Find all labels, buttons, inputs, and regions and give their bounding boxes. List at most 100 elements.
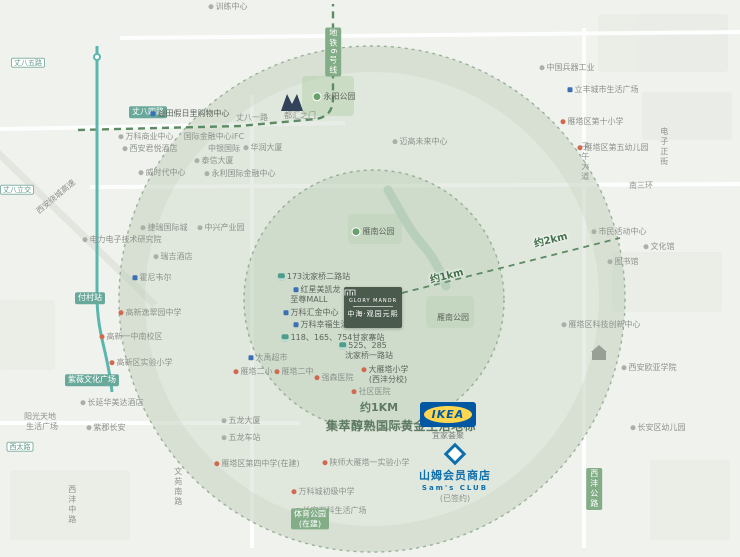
road-label: 西太路 xyxy=(6,441,34,453)
dot-blue-icon xyxy=(283,310,289,316)
map-label: 霍尼韦尔 xyxy=(132,273,172,283)
map-label: 至尊MALL xyxy=(290,295,328,305)
map-label: 西安君悦酒店 xyxy=(122,144,178,154)
dot-gray-icon xyxy=(643,244,649,250)
road-label: 丈八一路 xyxy=(236,113,268,123)
dot-gray-icon xyxy=(561,322,567,328)
project-name-en: GLORY MANOR xyxy=(348,297,398,304)
dot-gray-icon xyxy=(138,170,144,176)
dot-gray-icon xyxy=(221,435,227,441)
road-label: 西沣公路 xyxy=(586,468,602,510)
dot-blue-icon xyxy=(293,322,299,328)
radius-2km-label: 约2km xyxy=(533,231,569,250)
bus-stop-label: 118、165、754甘家寨站 xyxy=(281,333,384,343)
dot-gray-icon xyxy=(140,225,146,231)
dot-red-icon xyxy=(291,489,297,495)
dot-red-icon xyxy=(109,360,115,366)
park-label: 体育公园 (在建) xyxy=(291,508,329,530)
dot-gray-icon xyxy=(80,400,86,406)
bus-icon xyxy=(339,342,347,350)
map-label: 雁塔区第五幼儿园 xyxy=(577,143,649,153)
dot-red-icon xyxy=(361,367,367,373)
tagline-distance: 约1KM xyxy=(360,401,399,414)
dot-gray-icon xyxy=(392,139,398,145)
road-label: 丈八五路 xyxy=(11,57,45,69)
ring-2km-vignette xyxy=(119,46,625,552)
road-label: 西安绕城高速 xyxy=(34,177,78,216)
dot-blue-icon xyxy=(567,87,573,93)
map-label: 都汇之门 xyxy=(284,111,316,121)
dot-gray-icon xyxy=(122,146,128,152)
dot-blue-icon xyxy=(293,287,299,293)
dot-gray-icon xyxy=(86,425,92,431)
ring-road-highway xyxy=(0,149,158,308)
map-label: 长安区幼儿园 xyxy=(630,423,686,433)
dot-red-icon xyxy=(274,369,280,375)
parks xyxy=(302,76,474,328)
park-label: 雁南公园 xyxy=(437,313,469,323)
bus-icon xyxy=(277,273,285,281)
map-label: 社区医院 xyxy=(351,387,391,397)
metro-station-label: 付村站 xyxy=(75,292,105,304)
river xyxy=(383,185,451,291)
project-logo: GLORY MANOR 中海·观园元熙 xyxy=(344,287,402,328)
map-label: 文化馆 xyxy=(643,242,675,252)
dot-gray-icon xyxy=(153,254,159,260)
ikea-logo: IKEA xyxy=(420,402,476,427)
dot-gray-icon xyxy=(82,237,88,243)
map-label: 中兴产业园 xyxy=(197,223,245,233)
map-label: 中国兵器工业 xyxy=(539,63,595,73)
radius-1km-label: 约1km xyxy=(429,267,465,286)
dot-red-icon xyxy=(577,145,583,151)
bus-stop-label: 525、285 xyxy=(339,341,387,351)
map-label: 万科汇金中心 xyxy=(283,308,339,318)
map-label: 雁塔区第十小学 xyxy=(560,117,624,127)
map-label: 五龙车站 xyxy=(221,433,261,443)
map-label: 雁塔区第四中学(在建) xyxy=(214,459,300,469)
park-label: 永阳公园 xyxy=(312,92,356,102)
dot-red-icon xyxy=(214,461,220,467)
dot-gray-icon xyxy=(607,259,613,265)
ikea-landmark: IKEA 宜家荟聚 xyxy=(417,402,479,441)
map-label: 万科商业中心 xyxy=(118,132,174,142)
map-label: 市民活动中心 xyxy=(591,227,647,237)
map-label: 训练中心 xyxy=(208,2,248,12)
road-label: 丈八四路 xyxy=(129,106,167,118)
map-label: 强森医院 xyxy=(314,373,354,383)
map-label: (西沣分校) xyxy=(368,375,408,385)
map-label: 沈家桥一路站 xyxy=(345,351,393,361)
sams-status: (已签约) xyxy=(439,494,471,503)
map-label: 长安万科生活广场 xyxy=(295,506,367,516)
dot-blue-icon xyxy=(150,111,156,117)
dot-gray-icon xyxy=(621,365,627,371)
map-label: 捷瑞国际城 xyxy=(140,223,188,233)
dot-red-icon xyxy=(560,119,566,125)
dot-gray-icon xyxy=(630,425,636,431)
map-label: 图书馆 xyxy=(607,257,639,267)
map-label: 中银国际 xyxy=(208,144,240,154)
map-label: 阳光天地 xyxy=(24,412,56,422)
sams-club-landmark: 山姆会员商店 Sam's CLUB (已签约) xyxy=(413,442,497,504)
map-label: 泰信大厦 xyxy=(194,156,234,166)
dot-red-icon xyxy=(118,310,124,316)
map-label: 永利国际金融中心 xyxy=(204,169,276,179)
road-label: 西沣中路 xyxy=(67,485,77,525)
dot-blue-icon xyxy=(295,508,301,514)
logo-divider xyxy=(353,305,393,307)
map-label: 紫薇文化广场 xyxy=(65,374,119,386)
dot-red-icon xyxy=(351,389,357,395)
map-label: 大禹超市 xyxy=(248,353,288,363)
dot-gray-icon xyxy=(204,171,210,177)
park-icon xyxy=(351,227,361,237)
dot-gray-icon xyxy=(539,65,545,71)
college-building-icon xyxy=(591,345,607,360)
dot-blue-icon xyxy=(248,355,254,361)
map-label: 雁塔二中 xyxy=(274,367,314,377)
park-label: 雁南公园 xyxy=(351,227,395,237)
map-label: 华润大厦 xyxy=(243,143,283,153)
ikea-subtitle: 宜家荟聚 xyxy=(432,431,464,440)
road-label: 文苑南路 xyxy=(173,467,183,507)
dot-gray-icon xyxy=(208,4,214,10)
